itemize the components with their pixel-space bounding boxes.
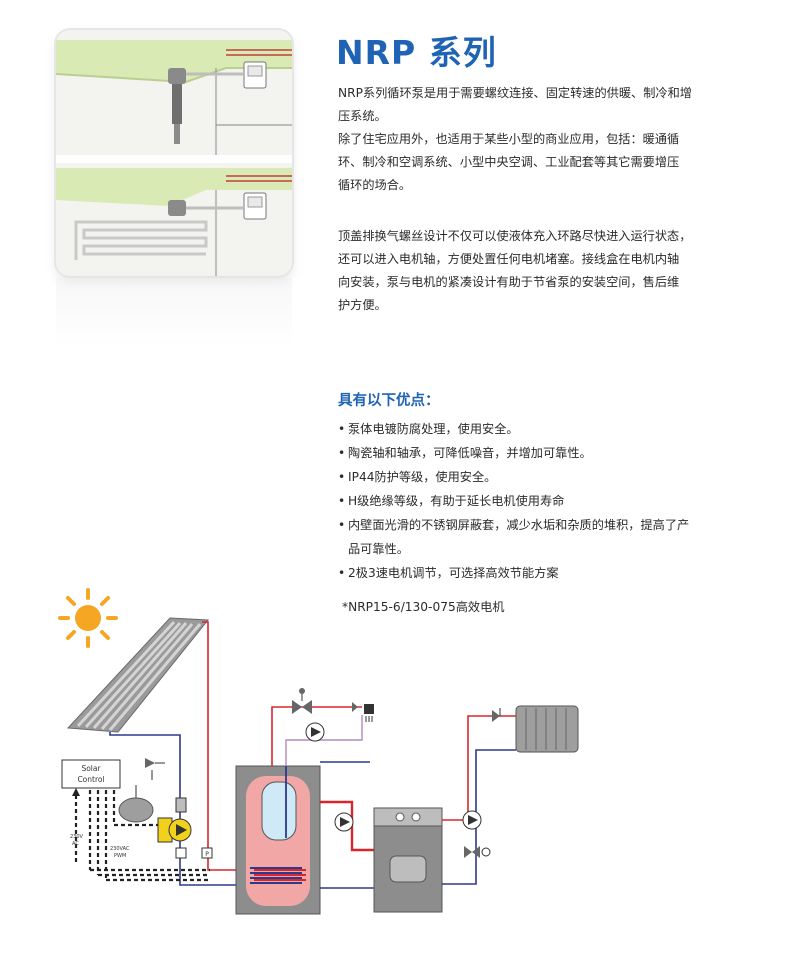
- text-line: 压系统。: [338, 109, 387, 123]
- list-item-text: 2极3速电机调节，可选择高效节能方案: [348, 566, 559, 580]
- illustration-reflection: [56, 278, 292, 348]
- text-line: 顶盖排换气螺丝设计不仅可以使液体充入环路尽快进入运行状态，: [338, 229, 692, 243]
- pump-installation-illustration: [56, 30, 292, 276]
- intro-paragraph-1: NRP系列循环泵是用于需要螺纹连接、固定转速的供暖、制冷和增 压系统。 除了住宅…: [338, 82, 730, 197]
- list-item: • 内壁面光滑的不锈钢屏蔽套，减少水垢和杂质的堆积，提高了产 品可靠性。: [338, 513, 730, 561]
- list-item: • 2极3速电机调节，可选择高效节能方案: [338, 561, 730, 585]
- text-line: 环、制冷和空调系统、小型中央空调、工业配套等其它需要增压: [338, 155, 680, 169]
- intro-paragraph-2: 顶盖排换气螺丝设计不仅可以使液体充入环路尽快进入运行状态， 还可以进入电机轴，方…: [338, 225, 730, 317]
- radiator-icon: [515, 705, 579, 753]
- list-item-text: 泵体电镀防腐处理，使用安全。: [348, 422, 519, 436]
- pressure-label: P: [205, 851, 209, 858]
- bullet-icon: •: [338, 446, 346, 460]
- boiler-icon: [373, 807, 443, 913]
- bullet-icon: •: [338, 470, 346, 484]
- radiator-pump-icon: [462, 810, 482, 830]
- boiler-pump-icon: [334, 812, 354, 832]
- application-illustration: [56, 30, 292, 276]
- advantages-list: • 泵体电镀防腐处理，使用安全。 • 陶瓷轴和轴承，可降低噪音，并增加可靠性。 …: [338, 417, 730, 585]
- bullet-icon: •: [338, 422, 346, 436]
- list-item: • 陶瓷轴和轴承，可降低噪音，并增加可靠性。: [338, 441, 730, 465]
- radiator-valve-icon: [492, 708, 501, 722]
- text-line: 向安装，泵与电机的紧凑设计有助于节省泵的安装空间，售后维: [338, 275, 680, 289]
- bullet-icon: •: [338, 566, 346, 580]
- efficient-motor-note: *NRP15-6/130-075高效电机: [342, 600, 505, 614]
- text-line: 循环的场合。: [338, 178, 412, 192]
- sun-icon: [58, 588, 118, 648]
- page-title: NRP 系列: [336, 33, 497, 72]
- list-item: • IP44防护等级，使用安全。: [338, 465, 730, 489]
- text-line: 护方便。: [338, 298, 387, 312]
- solar-pump-icon: [157, 797, 192, 843]
- list-item-text: 陶瓷轴和轴承，可降低噪音，并增加可靠性。: [348, 446, 592, 460]
- list-item-text: H级绝缘等级，有助于延长电机使用寿命: [348, 494, 565, 508]
- safety-valve-icon: [145, 758, 165, 780]
- mixing-valve-icon: [292, 688, 312, 714]
- list-item: • H级绝缘等级，有助于延长电机使用寿命: [338, 489, 730, 513]
- list-item-text: 内壁面光滑的不锈钢屏蔽套，减少水垢和杂质的堆积，提高了产: [348, 518, 690, 532]
- three-way-valve-icon: [464, 846, 491, 858]
- list-item: • 泵体电镀防腐处理，使用安全。: [338, 417, 730, 441]
- solar-control-label: Solar: [81, 764, 101, 773]
- text-line: 除了住宅应用外，也适用于某些小型的商业应用，包括：暖通循: [338, 132, 680, 146]
- voltage-label: AC: [72, 841, 79, 847]
- tap-icon: [352, 702, 374, 722]
- text-line: NRP系列循环泵是用于需要螺纹连接、固定转速的供暖、制冷和增: [338, 86, 692, 100]
- solar-collector-icon: [66, 617, 210, 733]
- circulation-pump-icon: [305, 722, 325, 742]
- text-line: 还可以进入电机轴，方便处置任何电机堵塞。接线盒在电机内轴: [338, 252, 680, 266]
- voltage-label: 230VAC: [110, 846, 130, 852]
- list-item-text: IP44防护等级，使用安全。: [348, 470, 497, 484]
- solar-heating-diagram: Solar Control 230V AC 230VAC PWM: [40, 580, 600, 920]
- solar-control-box: Solar Control: [61, 759, 121, 789]
- solar-control-label: Control: [77, 775, 104, 784]
- expansion-vessel-icon: [118, 785, 154, 823]
- bullet-icon: •: [338, 494, 346, 508]
- list-item-text-cont: 品可靠性。: [348, 542, 409, 556]
- pwm-label: PWM: [114, 853, 126, 859]
- advantages-heading: 具有以下优点：: [338, 393, 440, 409]
- voltage-label: 230V: [70, 834, 84, 840]
- storage-tank-icon: [235, 710, 321, 915]
- bullet-icon: •: [338, 518, 346, 532]
